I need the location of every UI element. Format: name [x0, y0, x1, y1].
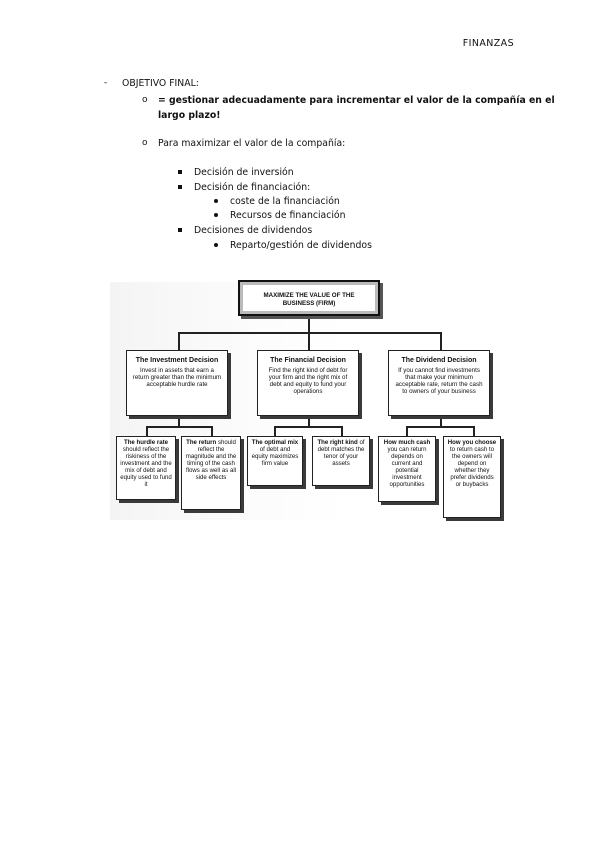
item-inversion: Decisión de inversión — [194, 167, 294, 178]
value-tree-diagram: MAXIMIZE THE VALUE OF THE BUSINESS (FIRM… — [110, 272, 502, 532]
leaf-bold: How much cash — [383, 439, 431, 446]
return-box: The return should reflect the magnitude … — [181, 436, 241, 510]
connector-line — [308, 318, 310, 332]
leaf-bold: The optimal mix — [251, 439, 299, 446]
investment-decision-box: The Investment Decision Invest in assets… — [126, 350, 228, 416]
item-coste: coste de la financiación — [230, 196, 340, 207]
leaf-bold: The right kind — [317, 439, 358, 446]
dot-bullet — [214, 243, 218, 247]
square-bullet — [178, 228, 182, 232]
connector-line — [308, 332, 310, 350]
connector-line — [274, 426, 276, 436]
objective-line-1: = gestionar adecuadamente para increment… — [158, 95, 555, 106]
leaf-text: to return cash to the owners will depend… — [449, 445, 495, 488]
page-header: FINANZAS — [462, 38, 514, 49]
leaf-bold: How you choose — [447, 439, 497, 446]
top-box-line-1: MAXIMIZE THE VALUE OF THE — [263, 292, 355, 299]
dividend-decision-desc: If you cannot find investments that make… — [395, 367, 483, 396]
item-reparto: Reparto/gestión de dividendos — [230, 240, 372, 251]
how-you-choose-box: How you choose to return cash to the own… — [443, 436, 501, 518]
connector-line — [146, 426, 212, 428]
connector-line — [473, 426, 475, 436]
dash-bullet: - — [104, 78, 108, 88]
connector-line — [341, 426, 343, 436]
right-kind-box: The right kind of debt matches the tenor… — [312, 436, 370, 486]
circle-bullet: o — [142, 95, 148, 105]
leaf-text: of debt matches the tenor of your assets — [317, 439, 365, 467]
connector-line — [211, 426, 213, 436]
connector-line — [178, 332, 180, 350]
connector-line — [406, 426, 408, 436]
how-much-cash-box: How much cash you can return depends on … — [378, 436, 436, 502]
maximize-intro: Para maximizar el valor de la compañía: — [158, 138, 346, 149]
connector-line — [178, 418, 180, 426]
optimal-mix-box: The optimal mix of debt and equity maxim… — [247, 436, 303, 486]
hurdle-rate-box: The hurdle rate should reflect the riski… — [116, 436, 176, 500]
connector-line — [308, 418, 310, 426]
top-box-line-2: BUSINESS (FIRM) — [282, 300, 336, 308]
leaf-text: of debt and equity maximizes firm value — [251, 445, 299, 467]
investment-decision-desc: Invest in assets that earn a return grea… — [132, 367, 222, 389]
connector-line — [146, 426, 148, 436]
financial-decision-desc: Find the right kind of debt for your fir… — [268, 367, 348, 396]
connector-line — [274, 426, 342, 428]
financial-decision-title: The Financial Decision — [270, 357, 346, 364]
connector-line — [406, 426, 474, 428]
financial-decision-box: The Financial Decision Find the right ki… — [257, 350, 359, 416]
item-financiacion: Decisión de financiación: — [194, 182, 311, 193]
dividend-decision-title: The Dividend Decision — [401, 357, 477, 364]
leaf-text: should reflect the magnitude and the tim… — [185, 439, 237, 481]
item-recursos: Recursos de financiación — [230, 210, 346, 221]
square-bullet — [178, 170, 182, 174]
objective-line-2: largo plazo! — [158, 110, 221, 121]
connector-line — [440, 332, 442, 350]
leaf-bold: The hurdle rate — [123, 439, 169, 446]
maximize-value-box: MAXIMIZE THE VALUE OF THE BUSINESS (FIRM… — [238, 280, 380, 316]
leaf-bold: The return — [186, 439, 217, 446]
circle-bullet: o — [142, 138, 148, 148]
investment-decision-title: The Investment Decision — [135, 357, 219, 364]
leaf-text: should reflect the riskiness of the inve… — [120, 445, 172, 488]
dot-bullet — [214, 213, 218, 217]
dividend-decision-box: The Dividend Decision If you cannot find… — [388, 350, 490, 416]
connector-line — [440, 418, 442, 426]
square-bullet — [178, 185, 182, 189]
leaf-text: you can return depends on current and po… — [387, 445, 427, 488]
objective-heading: OBJETIVO FINAL: — [122, 78, 199, 89]
item-dividendos: Decisiones de dividendos — [194, 225, 313, 236]
dot-bullet — [214, 199, 218, 203]
